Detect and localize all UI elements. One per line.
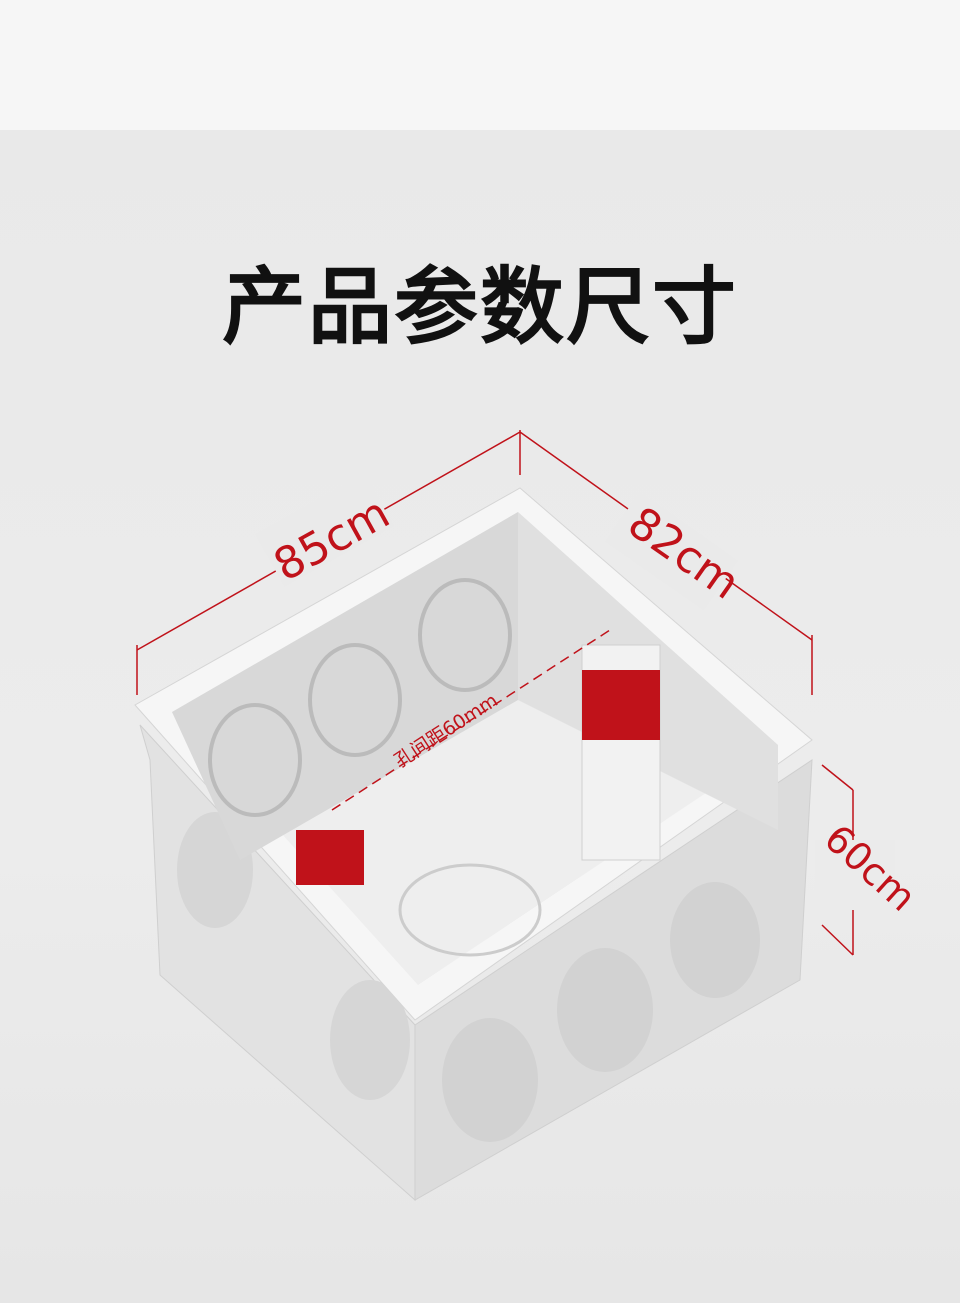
knockout-circle bbox=[330, 980, 410, 1100]
screw-post-left-red bbox=[296, 830, 364, 885]
knockout-circle bbox=[208, 703, 302, 817]
knockout-circle bbox=[398, 863, 542, 957]
label-bg bbox=[255, 473, 394, 587]
top-band bbox=[0, 0, 960, 130]
hole-spacing-line bbox=[331, 629, 611, 811]
knockout-circle bbox=[308, 643, 402, 757]
page-title: 产品参数尺寸 bbox=[221, 258, 738, 356]
knockout-circle bbox=[442, 1018, 538, 1142]
knockout-circle bbox=[670, 882, 760, 998]
knockout-circle bbox=[418, 578, 512, 692]
label-bg bbox=[815, 840, 895, 910]
dimension-tick bbox=[821, 924, 854, 956]
knockout-circle bbox=[557, 948, 653, 1072]
screw-post-right-red bbox=[582, 670, 660, 740]
label-bg bbox=[605, 492, 738, 611]
height-dimension-line bbox=[821, 764, 854, 791]
